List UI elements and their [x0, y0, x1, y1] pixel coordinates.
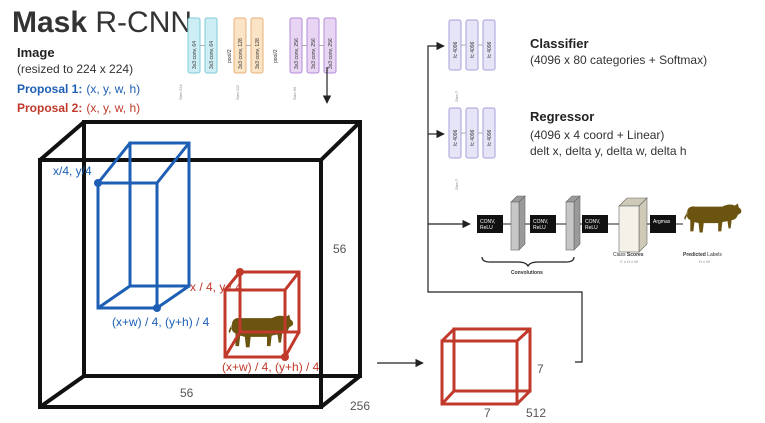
vgg-layer-label: 3x3 conv, 64 — [209, 41, 215, 69]
predicted-cow-icon — [684, 203, 742, 233]
mask-op-label: CONV, — [533, 219, 548, 225]
vgg-pool-label: pool/2 — [227, 49, 233, 63]
proposal-2-bottom-label: (x+w) / 4, (y+h) / 4 — [222, 360, 320, 374]
fc-layer-label: fc 4096 — [453, 41, 459, 58]
fc-layer-label: fc 4096 — [453, 129, 459, 146]
class-scores-volume — [638, 197, 648, 253]
conv-feature-slab — [565, 201, 575, 251]
proposal-1-bottom-right-dot — [153, 304, 161, 312]
fc-layer-block — [482, 107, 496, 159]
mask-op-box — [530, 215, 556, 233]
feature-map-cube — [38, 120, 362, 409]
mask-op-label: CONV, — [585, 219, 600, 225]
proposal-1: Proposal 1: (x, y, w, h) — [17, 82, 140, 96]
proposal-2-top-left-dot — [236, 268, 244, 276]
vgg-layer-label: 3x3 conv, 256 — [294, 38, 300, 69]
fc-layer-label: fc 4096 — [470, 41, 476, 58]
vgg-layer-label: 3x3 conv, 256 — [311, 38, 317, 69]
mask-op-label: ReLU — [533, 225, 546, 231]
vgg-layer-block — [250, 17, 264, 74]
mask-op-label: Argmax — [653, 219, 671, 225]
proposal-1-top-label: x/4, y/4 — [53, 164, 92, 178]
page-title: Mask R-CNN — [12, 6, 192, 39]
conv-feature-slab — [518, 195, 526, 251]
roi-pooled-cube — [440, 327, 532, 406]
regressor-description-2: delt x, delta y, delta w, delta h — [530, 144, 687, 158]
predicted-labels-dims: H x W — [699, 259, 710, 264]
feature-map-height-label: 56 — [333, 242, 347, 256]
classifier-heading: Classifier — [530, 36, 589, 51]
vgg-layer-block — [204, 17, 218, 74]
feature-map-depth-label: 256 — [350, 399, 370, 413]
proposal-1-bottom-label: (x+w) / 4, (y+h) / 4 — [112, 315, 210, 329]
head-routing-lines — [322, 41, 583, 368]
vgg-layer-block — [323, 17, 337, 74]
class-scores-dims: C x H x W — [620, 259, 638, 264]
proposal-2-bottom-right-dot — [281, 353, 289, 361]
image-subheading: (resized to 224 x 224) — [17, 62, 133, 76]
conv-feature-slab — [510, 201, 520, 251]
vgg-pool-label: pool/2 — [273, 49, 279, 63]
feature-map-width-label: 56 — [180, 386, 194, 400]
roi-height-label: 7 — [537, 362, 544, 376]
proposal-1-label: Proposal 1: — [17, 82, 82, 96]
class-scores-label: Class Scores — [613, 252, 644, 258]
conv-feature-slab — [573, 195, 581, 251]
mask-op-label: CONV, — [480, 219, 495, 225]
roi-depth-label: 512 — [526, 406, 546, 420]
vgg-backbone: 3x3 conv, 64 3x3 conv, 64 pool/2 3x3 conv, … — [178, 17, 337, 100]
feature-map-back-face — [82, 120, 362, 378]
mask-op-label: ReLU — [480, 225, 493, 231]
predicted-labels-label: Predicted Labels — [683, 252, 722, 258]
proposal-2: Proposal 2: (x, y, w, h) — [17, 101, 140, 115]
vgg-layer-label: 3x3 conv, 64 — [192, 41, 198, 69]
fc-layer-label: fc 4096 — [470, 129, 476, 146]
vgg-layer-label: 3x3 conv, 128 — [255, 38, 261, 69]
regressor-heading: Regressor — [530, 109, 594, 124]
fc-size-label: Size:7 — [454, 178, 459, 190]
fc-layer-label: fc 4096 — [487, 41, 493, 58]
vgg-size-label: Size:56 — [292, 86, 297, 100]
roi-width-label: 7 — [484, 406, 491, 420]
image-heading: Image — [17, 45, 55, 60]
fc-size-label: Size:7 — [454, 90, 459, 102]
mask-op-box — [477, 215, 503, 233]
convolutions-label: Convolutions — [511, 270, 543, 276]
fc-layer-label: fc 4096 — [487, 129, 493, 146]
proposal-2-top-label: x / 4, y / 4 — [190, 280, 242, 294]
classifier-description: (4096 x 80 categories + Softmax) — [530, 53, 707, 67]
title-rest: R-CNN — [87, 6, 192, 39]
mask-head: CONV,ReLUCONV,ReLUCONV,ReLUArgmaxConvolu… — [477, 195, 742, 276]
proposal-1-top-left-dot — [94, 179, 102, 187]
feature-map-front-face — [38, 158, 323, 409]
mask-op-box — [650, 215, 676, 233]
vgg-layer-label: 3x3 conv, 256 — [328, 38, 334, 69]
class-scores-volume — [618, 205, 640, 253]
proposal-2-label: Proposal 2: — [17, 101, 82, 115]
vgg-size-label: Size:112 — [235, 84, 240, 100]
fc-layer-block — [482, 19, 496, 71]
mask-op-label: ReLU — [585, 225, 598, 231]
vgg-layer-label: 3x3 conv, 128 — [238, 38, 244, 69]
proposal-1-value: (x, y, w, h) — [86, 82, 140, 96]
proposal-2-value: (x, y, w, h) — [86, 101, 140, 115]
vgg-size-label: Size:224 — [178, 84, 183, 100]
convolutions-brace — [481, 256, 575, 268]
proposal-1-box — [96, 141, 191, 310]
mask-op-box — [582, 215, 608, 233]
arrow-to-classifier — [427, 41, 583, 363]
title-bold: Mask — [12, 6, 87, 39]
regressor-description-1: (4096 x 4 coord + Linear) — [530, 128, 664, 142]
